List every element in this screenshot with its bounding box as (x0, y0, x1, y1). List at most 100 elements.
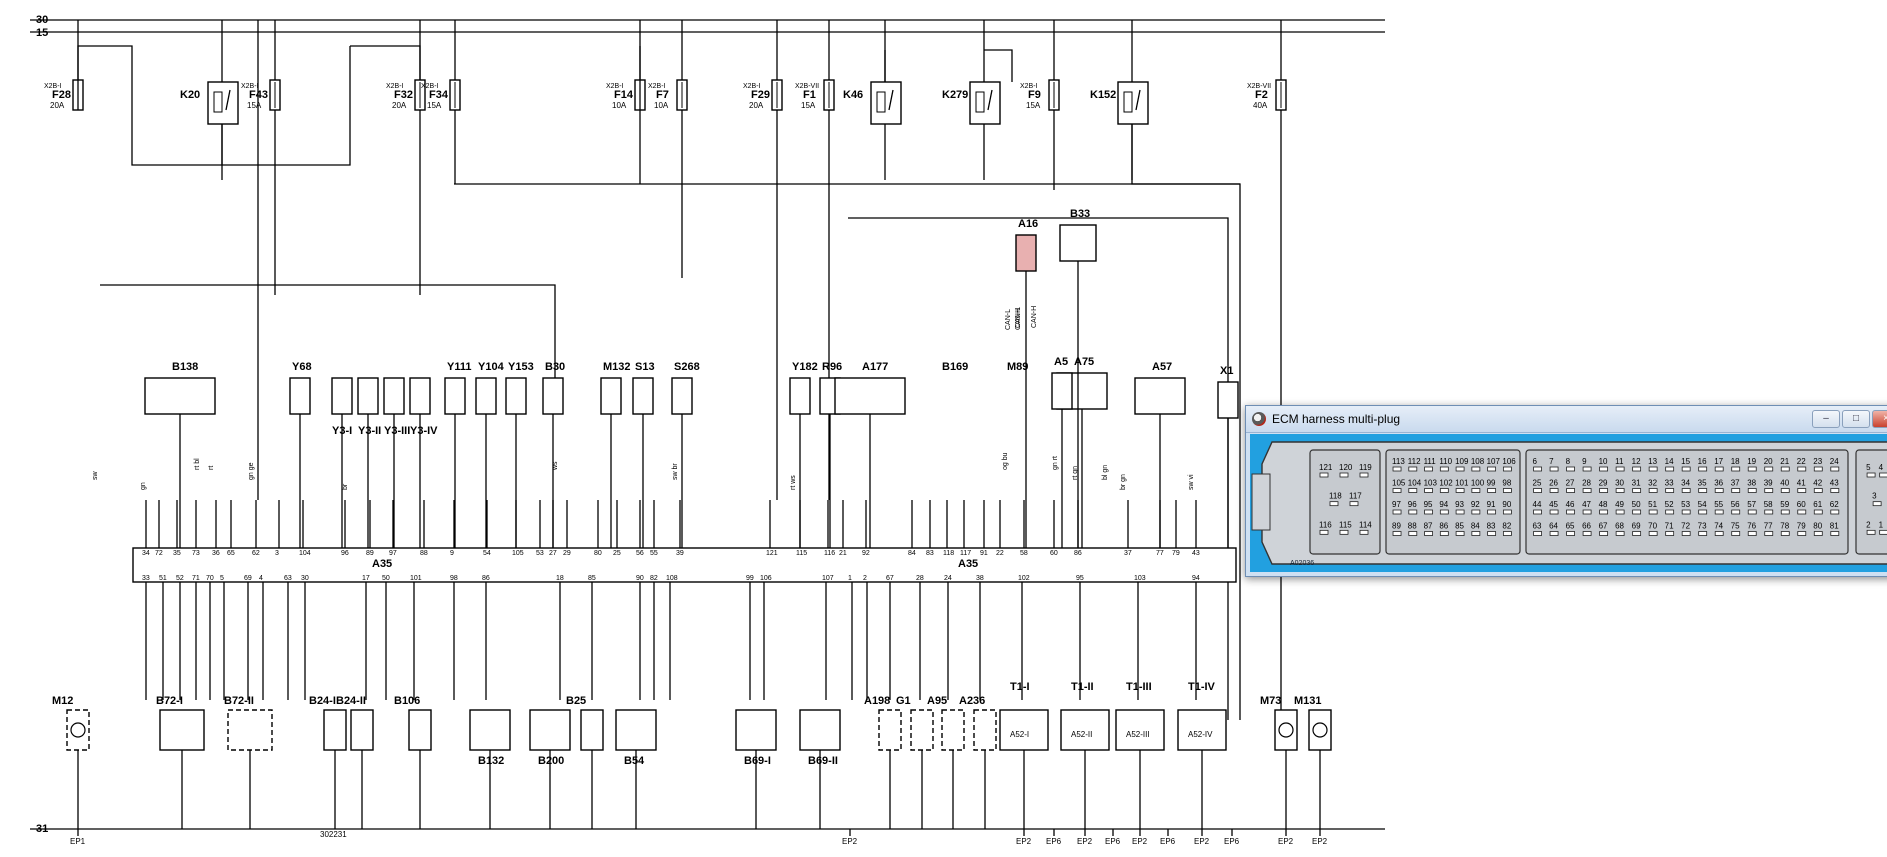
component-label-r96: R96 (822, 361, 842, 373)
plug-pin-number: 24 (1830, 457, 1839, 466)
plug-block-3 (1525, 449, 1849, 555)
plug-pin-socket (1731, 509, 1741, 515)
plug-pin-socket (1582, 509, 1592, 515)
component-label-t1-iii: T1-III (1126, 681, 1152, 693)
component-label-b200: B200 (538, 755, 564, 767)
plug-pin-socket (1392, 531, 1402, 536)
plug-pin-socket (1813, 509, 1823, 515)
plug-pin-socket (1615, 509, 1625, 515)
plug-pin-socket (1632, 488, 1642, 493)
plug-pin-number: 121 (1319, 463, 1333, 472)
plug-pin-number: 120 (1339, 463, 1353, 472)
plug-pin-socket (1487, 531, 1497, 536)
ecu-pin-bottom: 17 (362, 575, 370, 582)
ecu-pin-bottom: 30 (301, 575, 309, 582)
relay-k46 (870, 81, 902, 125)
plug-pin-socket (1392, 466, 1402, 472)
wire-colour-label: br (342, 483, 349, 490)
ecu-pin-top: 88 (420, 550, 428, 557)
plug-pin-socket (1797, 531, 1807, 536)
ground-label: EP2 (1077, 837, 1093, 846)
ecu-pin-bottom: 38 (976, 575, 984, 582)
component-label-a75: A75 (1074, 356, 1094, 368)
plug-pin-socket (1533, 488, 1542, 493)
ecu-pin-top: 104 (299, 550, 311, 557)
ground-label: EP6 (1105, 837, 1121, 846)
plug-pin-socket (1582, 466, 1592, 472)
ecu-pin-top: 21 (839, 550, 847, 557)
plug-pin-number: 91 (1487, 500, 1496, 509)
plug-pin-number: 70 (1648, 522, 1657, 531)
component-label-b33: B33 (1070, 208, 1090, 220)
plug-pin-socket (1698, 509, 1708, 515)
ecu-pin-top: 79 (1172, 550, 1180, 557)
ecu-pin-top: 83 (926, 550, 934, 557)
relay-k20 (207, 81, 239, 125)
maximize-button[interactable]: □ (1842, 410, 1870, 428)
plug-pin-number: 111 (1424, 457, 1437, 466)
component-a57 (1134, 377, 1186, 415)
component-b69-ii (799, 709, 841, 751)
component-label-a52-ii: A52-II (1071, 730, 1092, 739)
plug-pin-socket (1359, 472, 1369, 478)
plug-pin-socket (1455, 509, 1465, 515)
plug-pin-number: 22 (1797, 457, 1806, 466)
plug-pin-socket (1533, 509, 1542, 515)
component-label-y3-iv: Y3-IV (410, 425, 438, 437)
plug-pin-socket (1866, 529, 1876, 535)
plug-pin-number: 66 (1582, 522, 1591, 531)
plug-pin-socket (1599, 488, 1609, 493)
plug-pin-socket (1455, 531, 1465, 536)
plug-pin-number: 42 (1813, 479, 1822, 488)
component-b30 (542, 377, 564, 415)
ecu-pin-bottom: 51 (159, 575, 167, 582)
component-b25 (580, 709, 604, 751)
plug-block-2 (1385, 449, 1521, 555)
component-b72-ii (227, 709, 273, 751)
plug-pin-number: 116 (1319, 520, 1332, 529)
plug-pin-socket (1747, 488, 1757, 493)
component-t1-i (999, 709, 1049, 751)
minimize-button[interactable]: – (1812, 410, 1840, 428)
plug-pin-number: 63 (1533, 522, 1542, 531)
component-b69-i (735, 709, 777, 751)
component-label-a236: A236 (959, 695, 985, 707)
plug-pin-socket (1502, 531, 1512, 536)
plug-pin-number: 67 (1599, 522, 1608, 531)
plug-pin-number: 46 (1566, 500, 1575, 509)
plug-pin-number: 107 (1487, 457, 1501, 466)
plug-pin-number: 82 (1502, 522, 1511, 531)
fuse-rating-label: 15A (247, 101, 262, 110)
drawing-code: 302231 (320, 830, 347, 839)
wire-colour-label: rt ws (790, 475, 797, 490)
plug-pin-number: 14 (1665, 457, 1674, 466)
component-label-y68: Y68 (292, 361, 312, 373)
plug-pin-number: 6 (1533, 457, 1538, 466)
fuse-id-label: F9 (1028, 89, 1041, 101)
plug-pin-number: 80 (1813, 522, 1822, 531)
component-s268 (671, 377, 693, 415)
relay-k152 (1117, 81, 1149, 125)
plug-pin-number: 12 (1632, 457, 1641, 466)
ecu-pin-bottom: 99 (746, 575, 754, 582)
plug-pin-number: 49 (1615, 500, 1624, 509)
close-button[interactable]: × (1872, 410, 1887, 428)
plug-pin-socket (1632, 531, 1642, 536)
plug-pin-socket (1339, 472, 1349, 478)
window-titlebar[interactable]: ECM harness multi-plug – □ × (1246, 406, 1887, 433)
plug-pin-socket (1698, 531, 1708, 536)
plug-pin-socket (1339, 529, 1349, 535)
component-b72-i (159, 709, 205, 751)
plug-pin-socket (1408, 509, 1418, 515)
plug-pin-socket (1408, 531, 1418, 536)
ecu-pin-top: 54 (483, 550, 491, 557)
component-b200 (529, 709, 571, 751)
plug-pin-number: 78 (1780, 522, 1789, 531)
ecu-pin-bottom: 98 (450, 575, 458, 582)
ecu-pin-bottom: 82 (650, 575, 658, 582)
plug-pin-number: 72 (1681, 522, 1690, 531)
ecu-pin-top: 97 (389, 550, 397, 557)
fuse-connector-label: X2B-I (44, 83, 62, 90)
